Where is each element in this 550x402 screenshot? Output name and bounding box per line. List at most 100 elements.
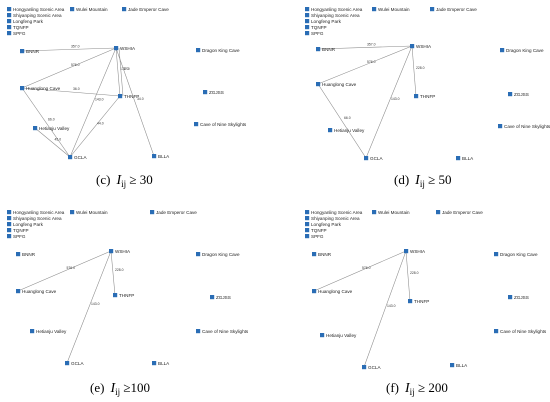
edge-wshia-thnfp — [411, 45, 417, 97]
edge-label: 34.0 — [137, 97, 144, 101]
node-label: GCLA — [74, 155, 87, 160]
node-marker — [122, 7, 127, 12]
node-label: Wulei Mountain — [378, 7, 410, 12]
node-marker — [210, 295, 215, 300]
edge-label: 66.0 — [344, 116, 351, 120]
node-label: Wulei Mountain — [378, 210, 410, 215]
node-hongyanling: Hongyanling Scenic Area — [7, 210, 65, 215]
node-wulei: Wulei Mountain — [372, 7, 410, 12]
edge-wshia-blla — [115, 47, 155, 157]
node-label: Cave of Nine Skylights — [500, 329, 547, 334]
node-marker — [362, 365, 367, 370]
node-shiyanping: Shiyanping Scenic Area — [305, 216, 360, 221]
node-marker — [450, 363, 455, 368]
node-marker — [498, 124, 503, 129]
node-label: Jade Emperor Cave — [436, 7, 477, 12]
node-longfeng: Longfeng Park — [305, 222, 342, 227]
caption-subscript: ij — [420, 179, 425, 189]
node-spfg: SPFG — [7, 234, 26, 239]
edge-label: 44.0 — [97, 122, 104, 126]
node-marker — [150, 210, 155, 215]
node-label: SPFG — [311, 31, 324, 36]
node-label: Shiyanping Scenic Area — [311, 13, 360, 18]
edge-bnnr-wshia — [21, 47, 117, 52]
node-wshia: WSHIA — [109, 249, 131, 254]
node-label: SPFG — [13, 234, 26, 239]
node-hetianju: Hetianju Valley — [320, 333, 357, 338]
node-cave9: Cave of Nine Skylights — [494, 329, 547, 334]
node-label: SPFG — [13, 31, 26, 36]
caption-subscript: ij — [410, 387, 415, 397]
node-label: THNFP — [414, 299, 429, 304]
node-label: BLLA — [158, 154, 170, 159]
node-label: Cave of Nine Skylights — [504, 124, 550, 129]
node-label: ZGJSS — [209, 90, 224, 95]
node-marker — [7, 25, 12, 30]
node-hetianju: Hetianju Valley — [33, 126, 70, 131]
edge-label: 228.0 — [416, 66, 425, 70]
node-marker — [436, 210, 441, 215]
node-label: Wulei Mountain — [76, 7, 108, 12]
node-label: Shiyanping Scenic Area — [13, 216, 62, 221]
edge-label: 143.0 — [387, 304, 396, 308]
edge-wshia-gcla — [66, 250, 112, 364]
caption-threshold: ≥ 30 — [126, 172, 153, 187]
node-gcla: GCLA — [65, 361, 84, 366]
node-marker — [113, 293, 118, 298]
edge-huanglong-wshia — [21, 47, 117, 89]
edge-gcla-thnfp — [69, 95, 121, 158]
edge-label: 228.0 — [410, 271, 419, 275]
node-marker — [430, 7, 435, 12]
node-zgjss: ZGJSS — [508, 295, 529, 300]
node-label: BNNR — [22, 252, 36, 257]
node-tqnfp: TQNFP — [305, 228, 327, 233]
node-label: Huanglong Cave — [322, 82, 357, 87]
caption-letter: (c) — [96, 172, 110, 187]
node-label: Longfeng Park — [13, 19, 44, 24]
node-label: GCLA — [71, 361, 84, 366]
edge-bnnr-wshia — [317, 45, 413, 50]
edge-label: 576.0 — [362, 266, 371, 270]
node-dragon: Dragon King Cave — [196, 252, 240, 257]
node-label: Hetianju Valley — [326, 333, 357, 338]
node-huanglong: Huanglong Cave — [312, 289, 353, 294]
node-label: TQNFP — [311, 228, 327, 233]
node-marker — [404, 249, 409, 254]
node-marker — [320, 333, 325, 338]
node-huanglong: Huanglong Cave — [316, 82, 357, 87]
node-spfg: SPFG — [305, 31, 324, 36]
node-marker — [16, 252, 21, 257]
node-marker — [414, 94, 419, 99]
node-label: Longfeng Park — [311, 222, 342, 227]
node-label: Jade Emperor Cave — [442, 210, 483, 215]
node-marker — [7, 31, 12, 36]
node-spfg: SPFG — [7, 31, 26, 36]
node-marker — [68, 155, 73, 160]
node-zgjss: ZGJSS — [203, 90, 224, 95]
node-wshia: WSHIA — [410, 44, 432, 49]
node-bnnr: BNNR — [20, 49, 40, 54]
node-gcla: GCLA — [68, 155, 87, 160]
node-label: Cave of Nine Skylights — [202, 329, 249, 334]
edge-hetianju-gcla — [34, 127, 71, 158]
node-cave9: Cave of Nine Skylights — [196, 329, 249, 334]
node-marker — [328, 128, 333, 133]
node-wulei: Wulei Mountain — [70, 7, 108, 12]
node-label: THNFP — [420, 94, 435, 99]
node-label: BLLA — [456, 363, 468, 368]
node-marker — [152, 361, 157, 366]
edge-label: 45.0 — [55, 138, 62, 142]
node-gcla: GCLA — [362, 365, 381, 370]
node-shiyanping: Shiyanping Scenic Area — [7, 216, 62, 221]
edge-label: 576.0 — [367, 60, 376, 64]
node-marker — [305, 19, 310, 24]
caption-variable: I — [404, 381, 411, 396]
edge-label: 143.0 — [91, 302, 100, 306]
node-label: Hetianju Valley — [334, 128, 365, 133]
node-label: Hongyanling Scenic Area — [13, 7, 65, 12]
node-marker — [456, 156, 461, 161]
